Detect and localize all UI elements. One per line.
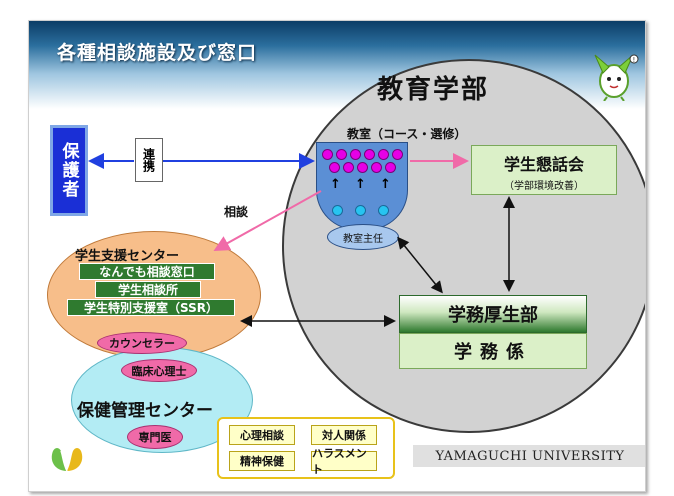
support-center-title: 学生支援センター — [75, 249, 180, 264]
slide-title: 各種相談施設及び窓口 — [57, 42, 258, 64]
student-dot — [364, 149, 375, 160]
special-support-room: 学生特別支援室（SSR） — [67, 299, 235, 316]
psychologist-badge: 臨床心理士 — [121, 359, 197, 382]
mascot-icon: ! — [594, 54, 639, 101]
slide: 各種相談施設及び窓口 ! 教育学部 教室（コース・選修） ↑ ↑ ↑ 教室主任 — [28, 20, 646, 492]
topic-mental-health: 精神保健 — [229, 451, 295, 471]
student-dot — [371, 162, 382, 173]
doctor-badge: 専門医 — [127, 425, 183, 449]
student-affairs-department: 学務厚生部 — [399, 295, 587, 333]
student-dot — [378, 149, 389, 160]
topic-harassment: ハラスメント — [311, 447, 377, 476]
academic-affairs-section: 学務係 — [399, 333, 587, 369]
consultation-window: なんでも相談窓口 — [79, 263, 215, 280]
council-title: 学生懇話会 — [503, 155, 584, 174]
cooperation-label: 連携 — [135, 138, 163, 182]
counselor-badge: カウンセラー — [97, 332, 187, 354]
student-dot — [336, 149, 347, 160]
topic-psychological: 心理相談 — [229, 425, 295, 445]
student-dot — [343, 162, 354, 173]
faculty-title: 教育学部 — [377, 75, 490, 105]
university-name: YAMAGUCHI UNIVERSITY — [413, 445, 645, 467]
consultation-label: 相談 — [224, 205, 249, 219]
topics-box: 心理相談 対人関係 精神保健 ハラスメント — [217, 417, 395, 479]
student-dot — [392, 149, 403, 160]
teacher-label: 教室主任 — [327, 224, 399, 250]
student-dot — [385, 162, 396, 173]
parents-box: 保護者 — [50, 125, 88, 216]
classroom-label: 教室（コース・選修） — [347, 127, 467, 141]
student-dot — [329, 162, 340, 173]
teacher-dot — [378, 205, 389, 216]
student-counseling-office: 学生相談所 — [95, 281, 201, 298]
connector-arrows — [88, 153, 515, 327]
student-council-box: 学生懇話会 （学部環境改善） — [471, 145, 617, 195]
up-arrow-icon: ↑ — [330, 177, 341, 192]
health-center-title: 保健管理センター — [77, 401, 213, 421]
svg-text:!: ! — [633, 56, 636, 64]
university-logo-icon — [51, 448, 83, 472]
teacher-dot — [355, 205, 366, 216]
classroom-support-arrow — [213, 190, 322, 251]
topic-relationships: 対人関係 — [311, 425, 377, 445]
classroom-box: ↑ ↑ ↑ — [316, 142, 408, 230]
student-dot — [357, 162, 368, 173]
council-subtitle: （学部環境改善） — [504, 181, 584, 192]
up-arrow-icon: ↑ — [380, 177, 391, 192]
teacher-office-link — [397, 236, 443, 294]
up-arrow-icon: ↑ — [355, 177, 366, 192]
student-dot — [322, 149, 333, 160]
student-dot — [350, 149, 361, 160]
teacher-dot — [332, 205, 343, 216]
